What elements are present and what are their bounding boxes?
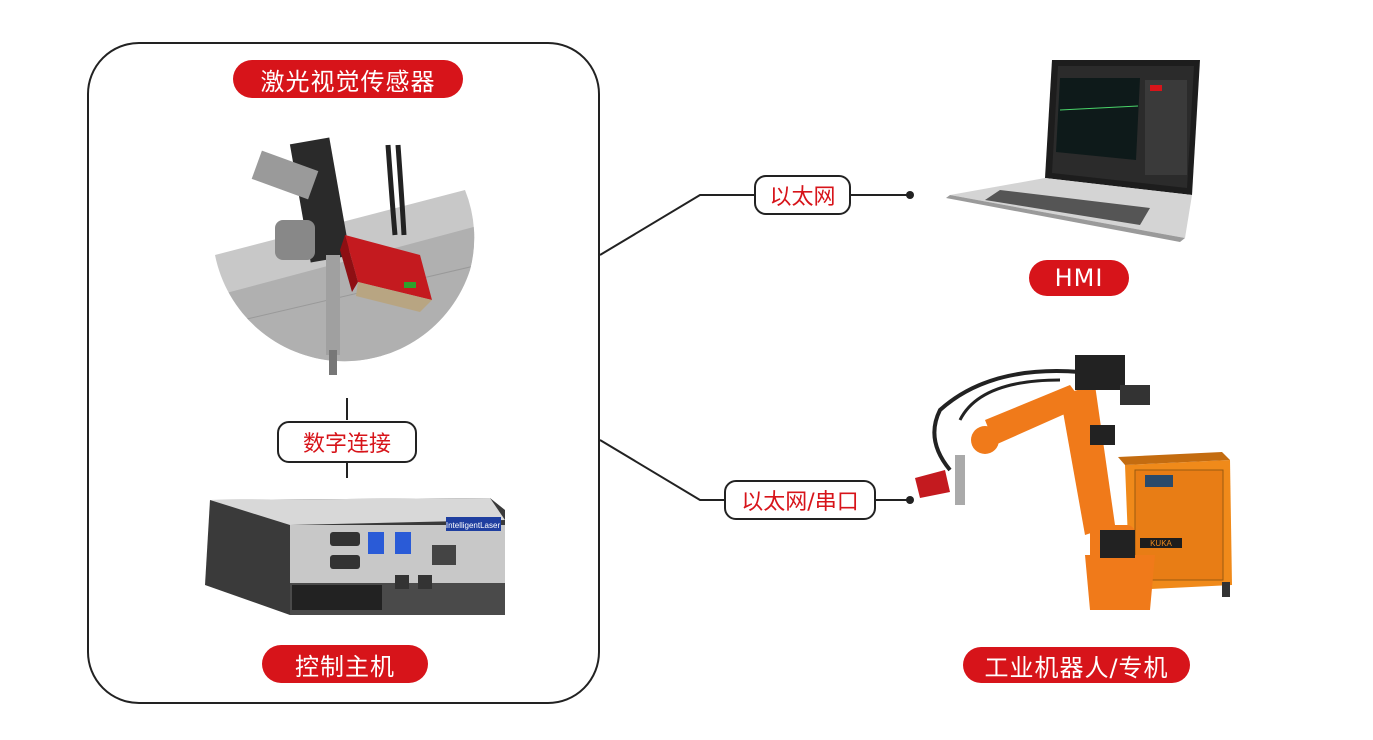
sensor-head [340,144,432,312]
hmi-label: HMI [1029,260,1129,296]
sensor-label: 激光视觉传感器 [233,60,463,98]
digital-link-label: 数字连接 [277,421,417,463]
robot-link-dot [906,496,914,504]
controller-label: 控制主机 [262,645,428,683]
robot-label: 工业机器人/专机 [963,647,1190,683]
robot-brand-text: KUKA [1150,539,1172,548]
hmi-link-line [599,194,755,256]
welding-torch [251,137,351,375]
system-frame [87,42,600,704]
ethernet-serial-label: 以太网/串口 [724,480,876,520]
controller-brand-text: IntelligentLaser [446,521,501,530]
hmi-link-dot [906,191,914,199]
robot-arm [915,355,1155,610]
ethernet-label: 以太网 [754,175,851,215]
robot-link-line [599,439,725,501]
